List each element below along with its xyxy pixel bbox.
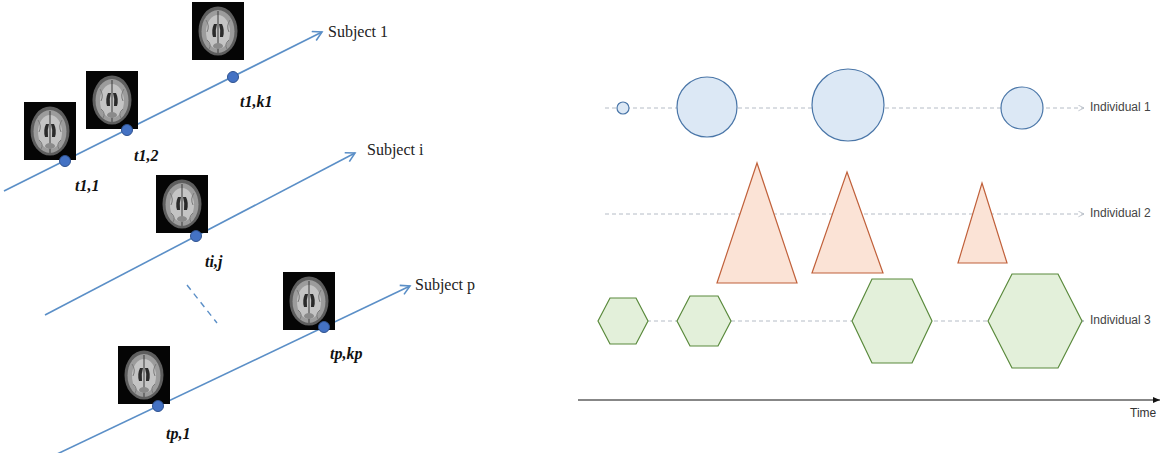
individual-label: Individual 1 <box>1090 100 1151 114</box>
measurement-circle <box>1001 87 1043 129</box>
time-point <box>122 125 133 136</box>
subject-axis <box>4 32 322 191</box>
individual-label: Individual 3 <box>1090 313 1151 327</box>
time-point-label: t1,1 <box>75 176 99 195</box>
subject-label: Subject i <box>367 140 423 159</box>
measurement-circle <box>677 77 737 137</box>
brain-scan <box>283 272 335 330</box>
brain-scan <box>86 71 138 129</box>
time-axis <box>578 399 1160 400</box>
brain-scan <box>156 175 208 233</box>
ellipsis-dash <box>187 285 217 323</box>
measurement-hexagon <box>988 274 1082 368</box>
time-point <box>228 72 239 83</box>
measurement-circle <box>617 102 629 114</box>
time-point <box>153 401 164 412</box>
measurement-hexagon <box>677 296 731 346</box>
time-point <box>191 231 202 242</box>
time-point-label: tp,1 <box>166 424 190 443</box>
subject-axis <box>55 286 410 453</box>
subject-label: Subject p <box>415 275 475 294</box>
brain-scan <box>118 346 170 404</box>
time-point-label: t1,k1 <box>240 92 272 111</box>
time-point-label: tp,kp <box>330 344 362 363</box>
measurement-circle <box>812 69 884 141</box>
time-point-label: ti,j <box>205 252 222 271</box>
brain-scan <box>192 2 244 60</box>
individual-label: Individual 2 <box>1090 206 1151 220</box>
measurement-triangle <box>958 183 1007 263</box>
measurement-hexagon <box>852 279 932 363</box>
time-point-label: t1,2 <box>134 146 158 165</box>
measurement-hexagon <box>598 298 648 344</box>
subject-label: Subject 1 <box>328 22 388 41</box>
measurement-triangle <box>717 163 797 283</box>
time-point <box>60 156 71 167</box>
brain-scan <box>24 102 76 160</box>
time-point <box>319 322 330 333</box>
measurement-triangle <box>812 172 883 273</box>
axis-label: Time <box>1130 406 1156 420</box>
